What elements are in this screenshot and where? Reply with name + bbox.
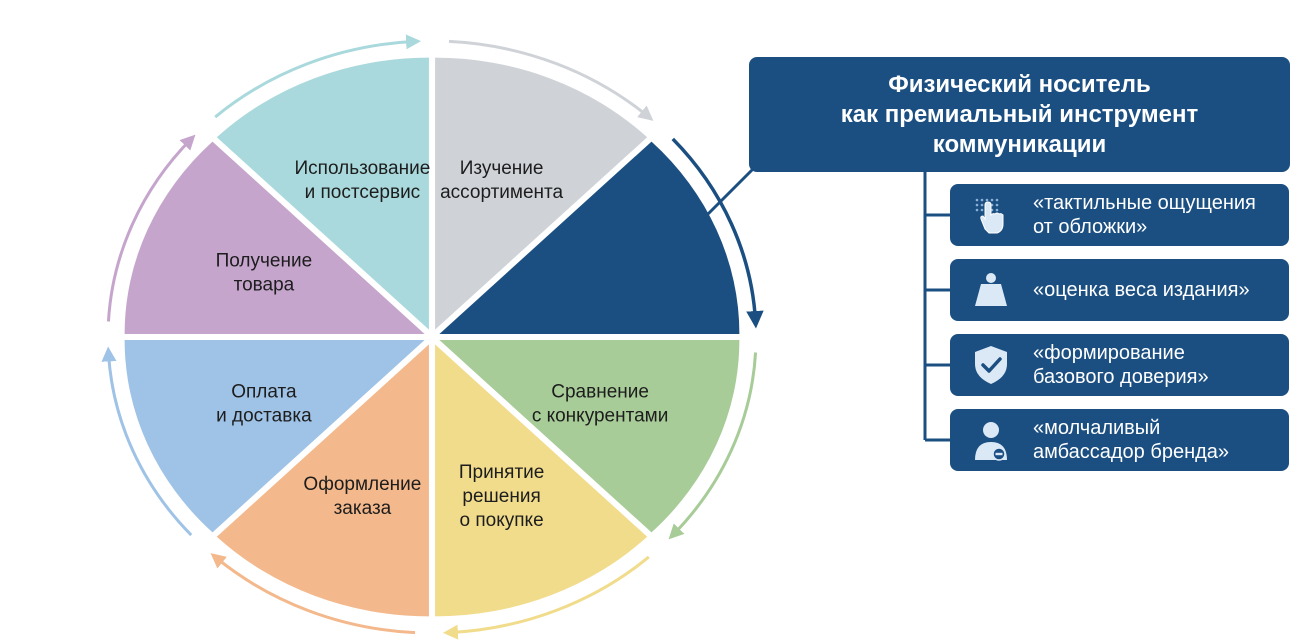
cycle-segment-label: Оформление (303, 474, 421, 495)
cycle-segment-label: заказа (334, 498, 392, 519)
cycle-segment-labels: Использование и постсервис Изучение ассорти… (216, 158, 669, 531)
cycle-segment (435, 57, 648, 330)
cycle-segment-label: и доставка (216, 406, 312, 427)
cycle-arrow (442, 555, 650, 640)
panel-item-weight: «оценка веса издания» (950, 259, 1289, 321)
cycle-segment (216, 57, 429, 330)
touch-hand-icon (975, 198, 1004, 234)
panel-item-line: базового доверия» (1033, 366, 1209, 388)
cycle-arrow (214, 34, 422, 119)
cycle-arrow (671, 137, 764, 329)
cycle-segment-label: товара (234, 275, 295, 296)
cycle-segment (124, 340, 425, 533)
panel-connectors (702, 164, 950, 442)
cycle-segment (435, 344, 648, 617)
cycle-segment-label: о покупке (460, 510, 544, 531)
connector-line (702, 164, 758, 220)
cycle-segment-label: Оплата (231, 382, 297, 403)
weight-icon (975, 273, 1007, 306)
panel-item-line: от обложки» (1033, 216, 1148, 238)
cycle-segment (439, 141, 740, 334)
panel-item-line: амбассадор бренда» (1033, 441, 1230, 463)
cycle-segment-label: Использование (295, 158, 431, 179)
panel-item-line: «молчаливый (1033, 417, 1161, 439)
cycle-segment-label: Сравнение (551, 382, 649, 403)
cycle-segment-label: Получение (216, 251, 313, 272)
cycle-arrow (101, 346, 193, 537)
cycle-segment-label: Принятие (459, 462, 545, 483)
panel-item-line: «тактильные ощущения (1033, 192, 1256, 214)
cycle-segment-label: ассортимента (440, 182, 563, 203)
panel-title-box: Физический носитель как премиальный инст… (749, 57, 1290, 172)
panel-title-line: коммуникации (932, 130, 1107, 158)
panel-title-line: как премиальный инструмент (840, 100, 1199, 128)
panel-item-line: «формирование (1033, 342, 1185, 364)
ambassador-person-icon (975, 422, 1007, 461)
cycle-arrows (101, 34, 764, 640)
cycle-arrow (668, 352, 758, 540)
cycle-segment-label: с конкурентами (532, 406, 669, 427)
panel-item-ambassador: «молчаливый амбассадор бренда» (950, 409, 1289, 471)
cycle-segment-label: и постсервис (305, 182, 421, 203)
cycle-segments (124, 57, 740, 617)
cycle-segment (439, 340, 740, 533)
cycle-segment-label: Изучение (460, 158, 544, 179)
panel-title-line: Физический носитель (888, 70, 1151, 98)
panel-item-line: «оценка веса издания» (1033, 279, 1250, 301)
shield-check-icon (975, 346, 1007, 384)
cycle-arrow (448, 39, 654, 121)
cycle-arrow (210, 553, 416, 635)
cycle-segment (124, 141, 425, 334)
cycle-arrow (106, 134, 196, 322)
panel-item-trust: «формирование базового доверия» (950, 334, 1289, 396)
cycle-segment (216, 344, 429, 617)
panel-item-tactile: «тактильные ощущения от обложки» (950, 184, 1289, 246)
cycle-segment-label: решения (462, 486, 540, 507)
